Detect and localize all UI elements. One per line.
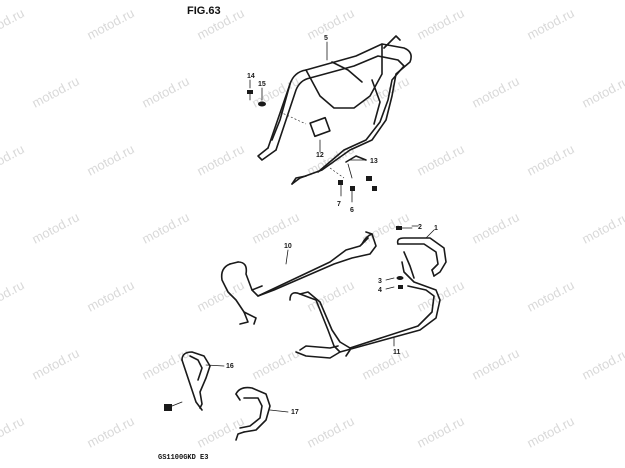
part-label-1: 1 xyxy=(434,225,438,232)
watermark-text: motod.ru xyxy=(84,277,136,314)
figure-title: FIG.63 xyxy=(187,5,221,17)
watermark-text: motod.ru xyxy=(0,277,27,314)
watermark-text: motod.ru xyxy=(29,345,81,382)
rear-bar-drawing xyxy=(220,231,377,325)
bolt-drawing-14 xyxy=(247,90,253,101)
watermark-text: motod.ru xyxy=(0,141,27,178)
watermark-text: motod.ru xyxy=(249,73,301,110)
watermark-text: motod.ru xyxy=(249,345,301,382)
part-label-3: 3 xyxy=(378,278,382,285)
watermark-text: motod.ru xyxy=(524,141,576,178)
lower-guard-drawing-17 xyxy=(235,386,271,441)
watermark-text: motod.ru xyxy=(194,413,246,450)
bracket-drawing-13 xyxy=(345,155,367,179)
bolt-drawing-2 xyxy=(396,226,413,230)
watermark-text: motod.ru xyxy=(84,413,136,450)
watermark-text: motod.ru xyxy=(139,209,191,246)
washer-drawing-15 xyxy=(258,101,266,107)
watermark-text: motod.ru xyxy=(524,413,576,450)
watermark-text: motod.ru xyxy=(524,5,576,42)
part-label-13: 13 xyxy=(370,158,378,165)
part-label-6: 6 xyxy=(350,207,354,214)
watermark-text: motod.ru xyxy=(194,141,246,178)
part-label-17: 17 xyxy=(291,409,299,416)
watermark-text: motod.ru xyxy=(194,277,246,314)
main-guard-drawing xyxy=(289,261,441,359)
part-label-15: 15 xyxy=(258,81,266,88)
model-code: GS1100GKD E3 xyxy=(158,454,208,462)
watermark-text: motod.ru xyxy=(469,209,521,246)
watermark-text: motod.ru xyxy=(0,5,27,42)
watermark-text: motod.ru xyxy=(579,73,625,110)
watermark-text: motod.ru xyxy=(304,5,356,42)
nut-drawing-4 xyxy=(398,285,403,289)
part-label-7: 7 xyxy=(337,201,341,208)
watermark-text: motod.ru xyxy=(84,5,136,42)
side-bracket-drawing xyxy=(396,237,447,279)
watermark-text: motod.ru xyxy=(0,413,27,450)
part-label-4: 4 xyxy=(378,287,382,294)
watermark-text: motod.ru xyxy=(29,73,81,110)
watermark-text: motod.ru xyxy=(249,209,301,246)
part-label-14: 14 xyxy=(247,73,255,80)
watermark-text: motod.ru xyxy=(139,73,191,110)
watermark-text: motod.ru xyxy=(469,73,521,110)
watermark-text: motod.ru xyxy=(304,413,356,450)
part-label-5: 5 xyxy=(324,35,328,42)
watermark-text: motod.ru xyxy=(84,141,136,178)
part-label-16: 16 xyxy=(226,363,234,370)
leader-lines xyxy=(205,41,435,413)
small-guard-drawing-16 xyxy=(164,351,211,411)
watermark-text: motod.ru xyxy=(579,209,625,246)
part-label-12: 12 xyxy=(316,152,324,159)
watermark-text: motod.ru xyxy=(414,277,466,314)
rack-frame-drawing xyxy=(257,35,412,185)
watermark-text: motod.ru xyxy=(469,345,521,382)
watermark-text: motod.ru xyxy=(359,345,411,382)
part-label-2: 2 xyxy=(418,224,422,231)
watermark-text: motod.ru xyxy=(524,277,576,314)
watermark-text: motod.ru xyxy=(414,141,466,178)
watermark-text: motod.ru xyxy=(414,413,466,450)
washer-drawing-3 xyxy=(396,276,404,280)
part-label-11: 11 xyxy=(393,349,401,356)
part-label-10: 10 xyxy=(284,243,292,250)
watermark-text: motod.ru xyxy=(29,209,81,246)
watermark-text: motod.ru xyxy=(414,5,466,42)
nut-drawing-6-7 xyxy=(338,176,377,203)
watermark-text: motod.ru xyxy=(579,345,625,382)
